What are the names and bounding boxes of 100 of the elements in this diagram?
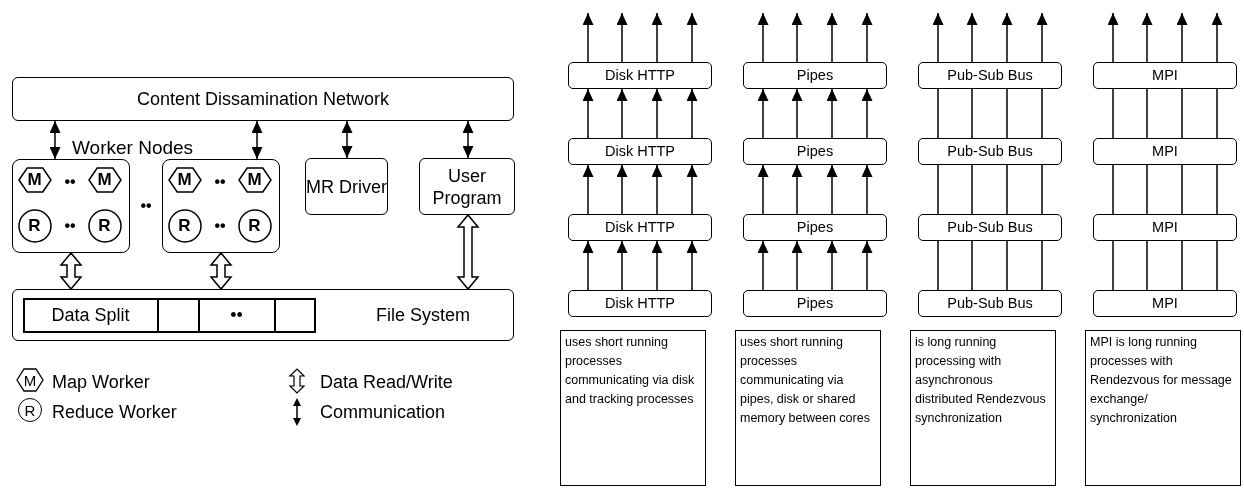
communication-layer-box: Disk HTTP <box>568 290 712 317</box>
hollow-double-arrow <box>456 213 480 291</box>
legend-label: Data Read/Write <box>320 371 453 394</box>
description-box: uses short running processes communicating via disk and tracking processes <box>560 330 706 486</box>
arrow <box>1211 12 1223 63</box>
arrow <box>686 164 698 215</box>
communication-layer-box: MPI <box>1093 62 1237 89</box>
arrow <box>932 12 944 63</box>
arrow <box>757 88 769 139</box>
communication-layer-box: MPI <box>1093 138 1237 165</box>
connector-line <box>1216 164 1218 215</box>
connector-line <box>1041 240 1043 291</box>
communication-layer-box: Pub-Sub Bus <box>918 214 1062 241</box>
communication-layer-box: Disk HTTP <box>568 62 712 89</box>
arrow <box>651 240 663 291</box>
arrow <box>1107 12 1119 63</box>
ellipsis-dots: •• <box>213 172 227 192</box>
communication-layer-box: Pipes <box>743 214 887 241</box>
arrow <box>861 240 873 291</box>
arrow <box>861 164 873 215</box>
ellipsis-dots: •• <box>213 216 227 236</box>
communication-layer-box: Pub-Sub Bus <box>918 290 1062 317</box>
description-box: uses short running processes communicating via pipes, disk or shared memory between cores <box>735 330 881 486</box>
communication-layer-box: Pub-Sub Bus <box>918 62 1062 89</box>
double-arrow <box>462 120 474 159</box>
ellipsis-dots: •• <box>63 172 77 192</box>
arrow <box>861 12 873 63</box>
data-split-cell: Data Split <box>22 297 159 333</box>
hollow-double-arrow <box>209 251 233 291</box>
communication-layer-box: Disk HTTP <box>568 138 712 165</box>
connector-line <box>937 164 939 215</box>
arrow <box>582 164 594 215</box>
connector-line <box>1146 88 1148 139</box>
arrow <box>582 88 594 139</box>
arrow <box>791 12 803 63</box>
connector-line <box>937 240 939 291</box>
arrow <box>582 12 594 63</box>
arrow <box>651 164 663 215</box>
arrow <box>686 240 698 291</box>
connector-line <box>937 88 939 139</box>
arrow <box>651 12 663 63</box>
description-box: MPI is long running processes with Rendezvous for message exchange/ synchronization <box>1085 330 1241 486</box>
connector-line <box>1146 164 1148 215</box>
arrow <box>861 88 873 139</box>
ellipsis-dots: •• <box>139 196 153 216</box>
communication-layer-box: Pipes <box>743 138 887 165</box>
connector-line <box>1041 88 1043 139</box>
arrow <box>616 240 628 291</box>
connector-line <box>1181 164 1183 215</box>
arrow <box>791 164 803 215</box>
arrow <box>826 88 838 139</box>
hollow-double-arrow <box>59 251 83 291</box>
arrow <box>1036 12 1048 63</box>
communication-layer-box: Pipes <box>743 290 887 317</box>
connector-line <box>1112 88 1114 139</box>
legend-label: Communication <box>320 401 446 424</box>
communication-layer-box: Disk HTTP <box>568 214 712 241</box>
reduce-worker-circle: R <box>87 208 122 243</box>
connector-line <box>971 240 973 291</box>
reduce-worker-circle: R <box>237 208 272 243</box>
data-split-cell: •• <box>197 297 276 333</box>
process-box: Content Dissamination Network <box>12 77 514 121</box>
double-arrow <box>251 120 263 160</box>
arrow <box>826 240 838 291</box>
communication-layer-box: MPI <box>1093 214 1237 241</box>
connector-line <box>1181 240 1183 291</box>
connector-line <box>1006 164 1008 215</box>
connector-line <box>1112 240 1114 291</box>
group-heading: Worker Nodes <box>72 136 195 160</box>
double-arrow <box>49 120 61 160</box>
arrow <box>826 12 838 63</box>
connector-line <box>1146 240 1148 291</box>
map-worker-hexagon: M <box>237 166 272 193</box>
connector-line <box>1216 240 1218 291</box>
map-worker-hexagon: M <box>17 166 52 193</box>
communication-layer-box: Pipes <box>743 62 887 89</box>
file-system-box <box>12 289 514 341</box>
process-box: User Program <box>419 158 515 215</box>
map-worker-hexagon: M <box>167 166 202 193</box>
arrow <box>966 12 978 63</box>
worker-node-box <box>12 159 130 253</box>
communication-layer-box: Pub-Sub Bus <box>918 138 1062 165</box>
arrow <box>686 12 698 63</box>
connector-line <box>1112 164 1114 215</box>
arrow <box>757 164 769 215</box>
map-worker-hexagon: M <box>87 166 122 193</box>
legend-label: Map Worker <box>52 371 150 394</box>
arrow <box>616 88 628 139</box>
arrow <box>757 12 769 63</box>
arrow <box>791 240 803 291</box>
arrow <box>651 88 663 139</box>
arrow <box>791 88 803 139</box>
arrow <box>1176 12 1188 63</box>
arrow <box>616 12 628 63</box>
connector-line <box>971 164 973 215</box>
connector-line <box>971 88 973 139</box>
ellipsis-dots: •• <box>63 216 77 236</box>
reduce-worker-circle: R <box>17 208 52 243</box>
worker-node-box <box>162 159 280 253</box>
box-label: File System <box>375 304 471 327</box>
